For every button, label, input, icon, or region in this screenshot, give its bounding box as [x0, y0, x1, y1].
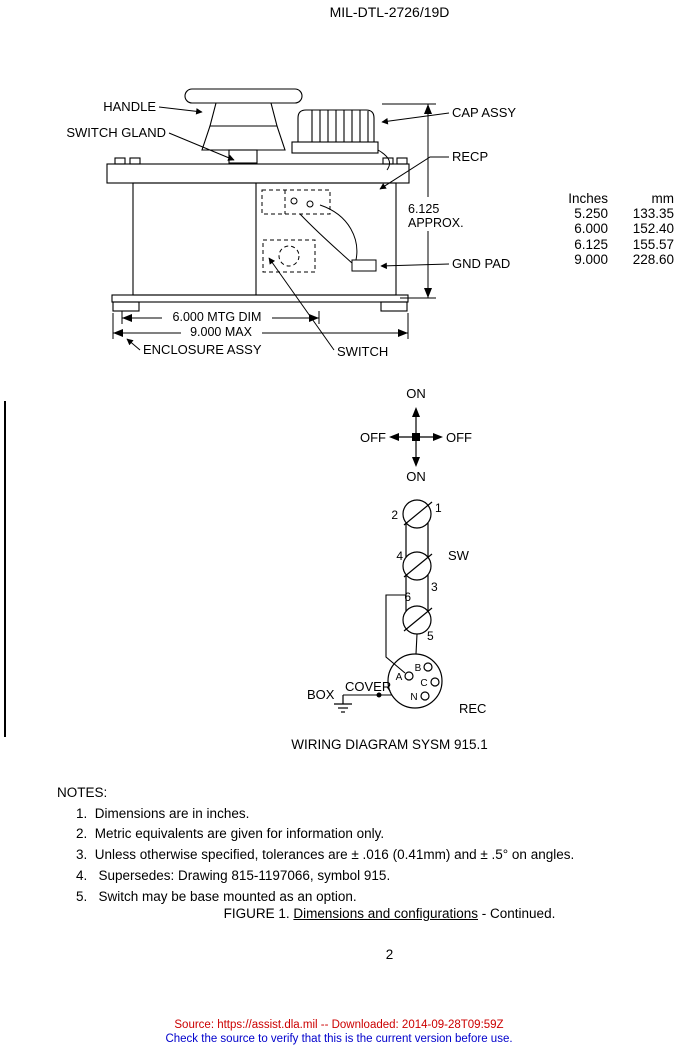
terminal-1: 1	[435, 501, 442, 515]
label-handle: HANDLE	[103, 99, 156, 114]
pin-c-contact	[430, 677, 440, 687]
notes-heading: NOTES:	[57, 785, 108, 800]
cap-assembly-shape	[291, 109, 391, 171]
table-row: 5.250 133.35	[556, 206, 674, 221]
conv-mm-value: 155.57	[632, 236, 674, 252]
figure-caption-prefix: FIGURE 1.	[223, 906, 294, 921]
pin-a-contact	[404, 671, 414, 681]
label-height-dim: 6.125	[408, 202, 439, 216]
junction-dot	[376, 692, 382, 698]
label-off-right: OFF	[446, 430, 472, 445]
wiring-diagram-title: WIRING DIAGRAM SYSM 915.1	[291, 737, 488, 752]
table-row: 9.000 228.60	[556, 252, 674, 267]
arrow-down-icon	[412, 457, 420, 467]
label-off-left: OFF	[360, 430, 386, 445]
table-row: 6.000 152.40	[556, 221, 674, 236]
ground-symbol	[334, 695, 352, 713]
footer-notice-line: Check the source to verify that this is …	[165, 1032, 513, 1045]
figure-caption-title: Dimensions and configurations	[293, 906, 479, 921]
terminal-6: 6	[404, 590, 411, 604]
arrow-left-icon	[389, 433, 399, 441]
conversion-table: Inches mm 5.250 133.35 6.000 152.40 6.12…	[556, 191, 674, 267]
label-rec: REC	[459, 701, 486, 716]
terminal-5: 5	[427, 629, 434, 643]
handle-leader	[158, 106, 203, 115]
pin-n-label: N	[410, 692, 417, 703]
note-item: 2. Metric equivalents are given for info…	[76, 826, 385, 842]
label-max-dim: 9.000 MAX	[190, 325, 253, 339]
label-box: BOX	[307, 687, 335, 702]
enclosure-assembly-drawing: HANDLE SWITCH GLAND CAP ASSY RECP GND PA…	[66, 88, 516, 359]
conv-inches-value: 6.125	[574, 236, 608, 252]
ground-pad-shape	[351, 259, 377, 272]
enclosure-body-shape	[111, 182, 409, 312]
selector-cross	[389, 407, 443, 467]
note-item: 5. Switch may be base mounted as an opti…	[76, 888, 357, 904]
label-height-approx: APPROX.	[408, 216, 464, 230]
conv-inches-value: 5.250	[574, 206, 608, 222]
internal-mechanism-shape	[261, 189, 377, 273]
terminal-4: 4	[396, 549, 403, 563]
revision-change-bar	[4, 401, 6, 737]
terminal-2: 2	[391, 508, 398, 522]
wiring-diagram: ON OFF OFF ON 1 2 3 4 5 6 SW A B C N BOX…	[307, 386, 486, 716]
gnd-pad-leader	[380, 262, 450, 270]
leader-lines	[126, 106, 450, 351]
handle-shape	[184, 88, 303, 164]
note-item: 1. Dimensions are in inches.	[76, 805, 250, 821]
document-number: MIL-DTL-2726/19D	[329, 4, 450, 20]
dimension-lines	[112, 103, 436, 339]
footer-source-line: Source: https://assist.dla.mil -- Downlo…	[174, 1019, 504, 1031]
label-switch-gland: SWITCH GLAND	[66, 125, 166, 140]
conv-mm-value: 133.35	[632, 206, 674, 222]
figure-caption-suffix: - Continued.	[478, 906, 556, 921]
recp-leader	[379, 156, 449, 190]
pin-b-label: B	[415, 663, 422, 674]
notes-section: NOTES: 1. Dimensions are in inches. 2. M…	[57, 783, 574, 907]
cap-assy-leader	[381, 112, 450, 125]
page-footer: Source: https://assist.dla.mil -- Downlo…	[0, 1019, 678, 1046]
figure-caption: FIGURE 1. Dimensions and configurations …	[101, 906, 678, 921]
label-on-bottom: ON	[406, 469, 426, 484]
conv-inches-value: 6.000	[574, 221, 608, 237]
wiring-connections	[343, 594, 418, 698]
label-switch: SWITCH	[337, 344, 388, 359]
switch-contacts	[402, 499, 433, 635]
enclosure-leader	[126, 338, 141, 351]
cap-lanyard	[377, 149, 391, 171]
label-recp: RECP	[452, 149, 488, 164]
arrow-right-icon	[433, 433, 443, 441]
terminal-3: 3	[431, 580, 438, 594]
pin-a-label: A	[396, 672, 403, 683]
switch-gland-leader	[168, 132, 235, 161]
pin-b-contact	[423, 662, 433, 672]
label-mtg-dim: 6.000 MTG DIM	[173, 310, 262, 324]
conv-header-inches: Inches	[568, 191, 608, 206]
note-item: 3. Unless otherwise specified, tolerance…	[76, 847, 575, 863]
receptacle-connector	[387, 653, 443, 709]
switch-leader	[268, 257, 335, 351]
note-item: 4. Supersedes: Drawing 815-1197066, symb…	[76, 867, 391, 883]
pin-n-contact	[420, 691, 430, 701]
conv-mm-value: 152.40	[632, 221, 674, 237]
label-cap-assy: CAP ASSY	[452, 105, 516, 120]
switch-gland-shape	[228, 149, 258, 164]
label-on-top: ON	[406, 386, 426, 401]
conv-inches-value: 9.000	[574, 251, 608, 267]
arrow-up-icon	[412, 407, 420, 417]
page-number: 2	[385, 947, 394, 962]
conv-header-mm: mm	[651, 191, 675, 206]
table-row: 6.125 155.57	[556, 237, 674, 252]
cover-plate-shape	[106, 157, 410, 184]
label-enclosure-assy: ENCLOSURE ASSY	[143, 342, 262, 357]
label-sw: SW	[448, 548, 470, 563]
label-gnd-pad: GND PAD	[452, 256, 510, 271]
label-cover: COVER	[345, 679, 391, 694]
pin-c-label: C	[420, 678, 427, 689]
conv-mm-value: 228.60	[632, 251, 674, 267]
